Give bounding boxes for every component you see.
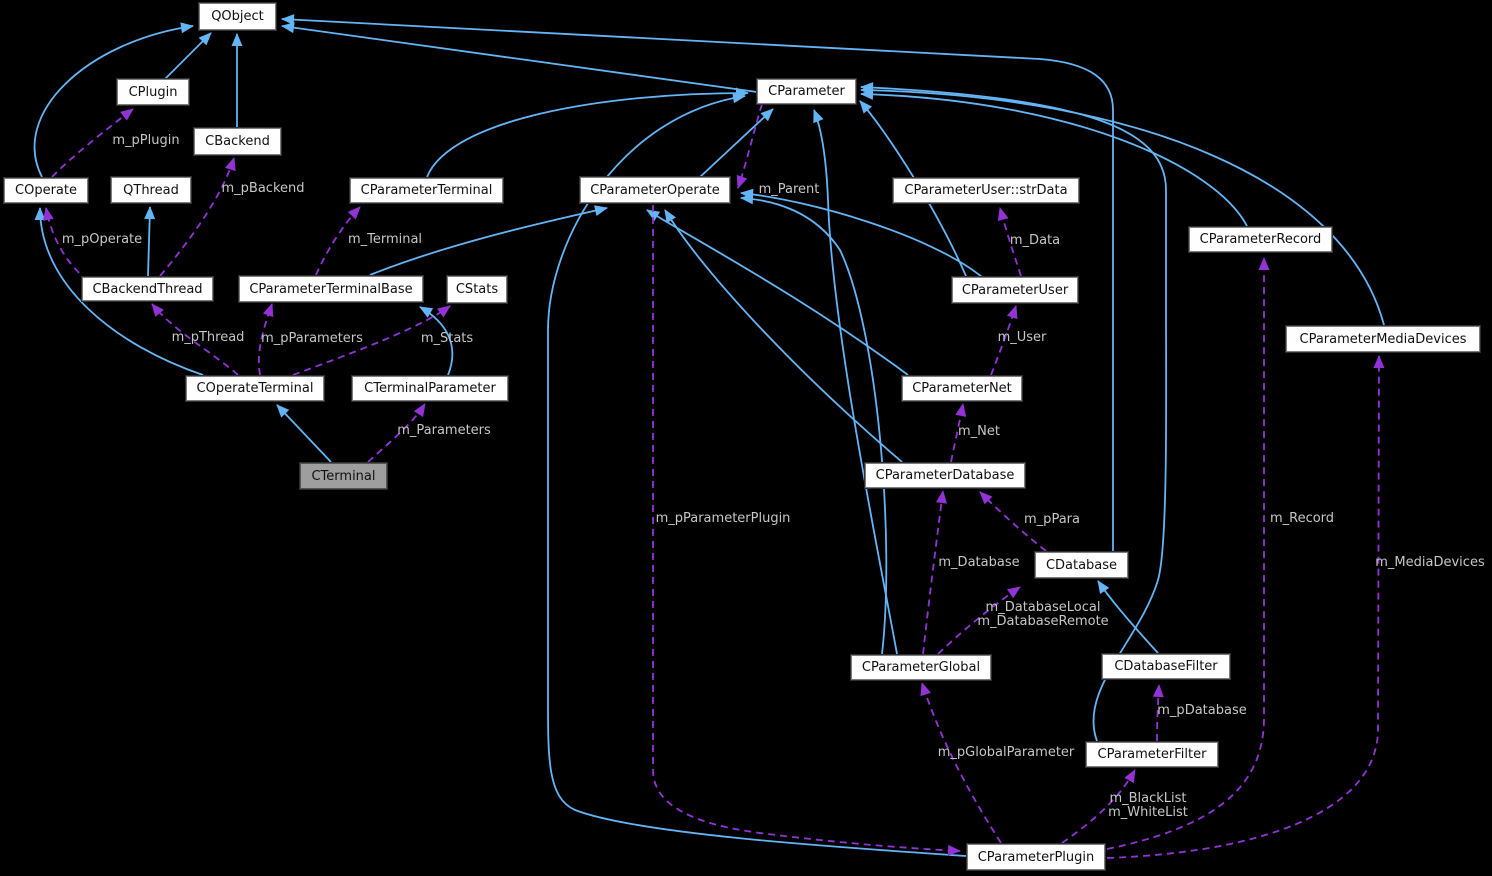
node-COperateTerminal[interactable]: COperateTerminal (186, 376, 324, 401)
edge-CParameterNet-to-CParameterUser (990, 305, 1018, 376)
edge-COperateTerminal-to-CParameterTerminalBase (257, 303, 274, 376)
edge-CParameter-to-CParameterOperate (736, 103, 763, 189)
edge-CDatabase-to-CParameterDatabase (979, 491, 1047, 552)
node-CParameterRecord[interactable]: CParameterRecord (1189, 227, 1332, 252)
edge-CParameterTerminal-to-CParameter (426, 87, 749, 178)
node-CParameterUser[interactable]: CParameterUser (952, 277, 1078, 303)
node-CDatabase[interactable]: CDatabase (1035, 552, 1128, 578)
node-COperate[interactable]: COperate (4, 178, 88, 203)
edge-CParameterFilter-to-CDatabaseFilter (1152, 684, 1164, 742)
edge-CTerminal-to-COperateTerminal (276, 404, 332, 463)
node-CStats[interactable]: CStats (447, 276, 507, 303)
node-QObject[interactable]: QObject (199, 3, 276, 30)
edge-COperate-to-CPlugin (51, 108, 134, 178)
edge-CParameterDatabase-to-CParameterOperate (664, 209, 903, 463)
edge-CParameterPlugin-to-CParameter (547, 92, 967, 857)
node-CParameterDatabase[interactable]: CParameterDatabase (865, 463, 1025, 488)
edge-CParameterPlugin-to-CParameterFilter (1061, 769, 1136, 844)
edge-CParameterGlobal-to-CParameterOperate (740, 193, 888, 655)
node-CTerminal[interactable]: CTerminal (300, 463, 387, 489)
node-CParameterPlugin[interactable]: CParameterPlugin (967, 844, 1105, 870)
edge-CParameterPlugin-to-CParameterRecord (1106, 257, 1270, 850)
edge-CDatabase-to-QObject (281, 14, 1114, 551)
node-CParameterTerminal[interactable]: CParameterTerminal (350, 178, 503, 203)
edge-CParameterUser-to-CParameter (859, 100, 967, 277)
node-CParameterMediaDevices[interactable]: CParameterMediaDevices (1286, 326, 1480, 352)
edge-CParameterPlugin-to-CParameterMediaDevices (1106, 355, 1385, 859)
edge-CParameterOperate-to-CParameterPlugin (652, 205, 961, 856)
edge-CParameterFilter-to-CParameter (860, 82, 1168, 742)
node-CParameterGlobal[interactable]: CParameterGlobal (851, 655, 991, 680)
edge-CParameterRecord-to-CParameter (860, 88, 1248, 227)
edge-COperateTerminal-to-COperate (34, 207, 204, 376)
edge-CParameterTerminalBase-to-CParameterOperate (369, 205, 608, 276)
node-CParameterUser::strData[interactable]: CParameterUser::strData (893, 178, 1079, 203)
node-CParameter[interactable]: CParameter (757, 79, 856, 104)
node-CParameterOperate[interactable]: CParameterOperate (580, 177, 730, 203)
edge-CBackendThread-to-COperate (42, 207, 89, 282)
node-CParameterNet[interactable]: CParameterNet (902, 376, 1022, 401)
node-CBackend[interactable]: CBackend (194, 128, 281, 155)
edge-CParameterPlugin-to-CParameterGlobal (920, 682, 1002, 844)
edge-CDatabaseFilter-to-CDatabase (1097, 580, 1159, 654)
edge-COperateTerminal-to-CStats (292, 305, 451, 376)
edge-CParameterGlobal-to-CDatabase (937, 586, 1021, 655)
node-CParameterFilter[interactable]: CParameterFilter (1086, 742, 1218, 767)
edge-CTerminal-to-CTerminalParameter (367, 403, 426, 463)
edge-CParameterMediaDevices-to-CParameter (860, 84, 1385, 326)
edge-CParameterGlobal-to-CParameter (813, 109, 898, 655)
edge-CParameterOperate-to-CParameter (699, 108, 774, 178)
node-CPlugin[interactable]: CPlugin (117, 79, 189, 105)
edge-CBackendThread-to-CBackend (159, 157, 236, 277)
edge-CParameterDatabase-to-CParameterNet (950, 403, 967, 463)
edge-CPlugin-to-QObject (164, 32, 212, 80)
edge-CParameterGlobal-to-CParameterDatabase (922, 490, 947, 655)
node-CDatabaseFilter[interactable]: CDatabaseFilter (1102, 654, 1230, 679)
edge-COperate-to-QObject (33, 22, 194, 178)
edge-CParameterTerminalBase-to-CParameterTerminal (315, 206, 361, 276)
edge-CParameter-to-QObject (281, 22, 758, 93)
edge-CBackendThread-to-QThread (144, 206, 156, 277)
edge-CTerminalParameter-to-CParameterTerminalBase (419, 306, 454, 376)
node-CTerminalParameter[interactable]: CTerminalParameter (352, 376, 508, 401)
node-CParameterTerminalBase[interactable]: CParameterTerminalBase (239, 276, 423, 302)
node-CBackendThread[interactable]: CBackendThread (82, 277, 213, 301)
node-QThread[interactable]: QThread (111, 177, 191, 203)
edge-CParameterUser-to-CParameterUser::strData (997, 207, 1022, 277)
edge-COperateTerminal-to-CBackendThread (151, 303, 239, 376)
